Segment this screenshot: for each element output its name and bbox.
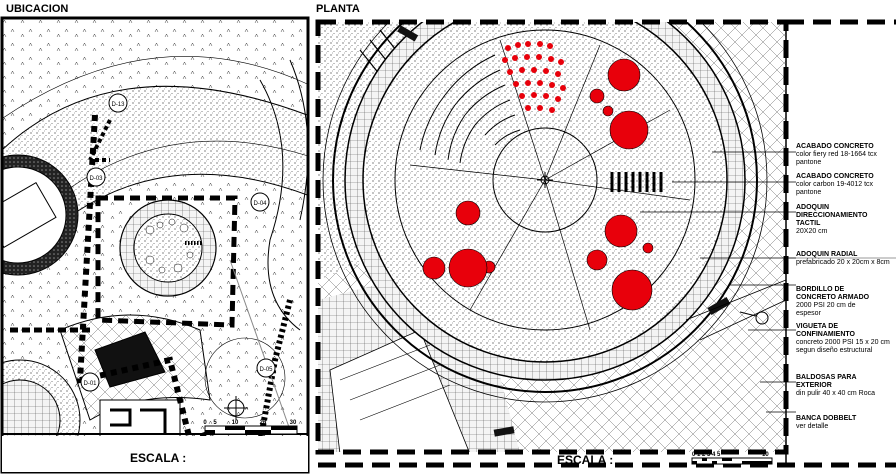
svg-text:20: 20 <box>260 420 267 426</box>
red-dot-cluster <box>502 41 566 113</box>
left-scale-bar: 0 5 10 20 30 <box>203 420 298 435</box>
callout-d05: D-05 <box>256 358 276 378</box>
planta-title: PLANTA <box>316 3 360 15</box>
center-marker-icon <box>537 172 553 188</box>
legend-desc: 20X20 cm <box>796 228 828 235</box>
svg-text:D-03: D-03 <box>89 176 103 182</box>
legend-title: ACABADO CONCRETO <box>796 143 874 150</box>
legend-item: BALDOSAS PARA EXTERIOR din pulir 40 x 40… <box>796 374 876 398</box>
callout-d13: D-13 <box>108 93 128 113</box>
right-scale-bar: 0 1 2 3 4 5 10 <box>691 452 773 465</box>
legend-title: VIGUETA DE CONFINAMIENTO <box>796 323 855 338</box>
bench <box>707 297 731 315</box>
legend-item: BORDILLO DE CONCRETO ARMADO 2000 PSI 20 … <box>796 286 876 318</box>
legend-desc: color fiery red 18-1664 tcx pantone <box>796 151 877 166</box>
legend-title: BALDOSAS PARA EXTERIOR <box>796 374 857 389</box>
north-arrow-icon <box>224 396 248 420</box>
legend-desc: 2000 PSI 20 cm de espesor <box>796 302 856 317</box>
planta-plan <box>318 22 786 452</box>
svg-text:D-05: D-05 <box>259 367 273 373</box>
svg-text:D-13: D-13 <box>111 102 125 108</box>
escala-label-right: ESCALA : <box>557 453 614 467</box>
legend-item: ACABADO CONCRETO color fiery red 18-1664… <box>796 143 896 167</box>
callout-d04: D-04 <box>250 192 270 212</box>
legend-title: ADOQUIN DIRECCIONAMIENTO TACTIL <box>796 204 868 227</box>
bench <box>493 426 515 437</box>
tactile-strip <box>610 172 663 192</box>
bench <box>397 25 419 42</box>
svg-text:D-01: D-01 <box>83 381 97 387</box>
legend-desc: color carbon 19-4012 tcx pantone <box>796 181 874 196</box>
legend-desc: ver detalle <box>796 423 829 430</box>
legend-item: BANCA DOBBELT ver detalle <box>796 415 896 431</box>
legend-desc: concreto 2000 PSI 15 x 20 cm segun diseñ… <box>796 339 890 354</box>
svg-text:10: 10 <box>762 452 769 458</box>
legend-desc: din pulir 40 x 40 cm Roca <box>796 390 875 397</box>
legend-item: ACABADO CONCRETO color carbon 19-4012 tc… <box>796 173 896 197</box>
svg-text:10: 10 <box>232 420 239 426</box>
ubicacion-site-plan: D-13 D-03 D-04 D-01 D-05 <box>2 18 308 472</box>
svg-text:5: 5 <box>213 420 217 426</box>
legend-title: ACABADO CONCRETO <box>796 173 874 180</box>
legend-title: BANCA DOBBELT <box>796 415 857 422</box>
ubicacion-title: UBICACION <box>6 3 69 15</box>
legend-desc: prefabricado 20 x 20cm x 8cm <box>796 259 890 266</box>
svg-text:0: 0 <box>203 420 207 426</box>
callout-d01: D-01 <box>80 372 100 392</box>
legend-leaders <box>640 151 896 413</box>
svg-text:0 1 2 3 4 5: 0 1 2 3 4 5 <box>692 452 721 458</box>
legend-title: BORDILLO DE CONCRETO ARMADO <box>796 286 870 301</box>
callout-d03: D-03 <box>86 167 106 187</box>
legend-title: ADOQUIN RADIAL <box>796 251 858 258</box>
legend-item: VIGUETA DE CONFINAMIENTO concreto 2000 P… <box>796 323 896 355</box>
svg-text:30: 30 <box>290 420 297 426</box>
red-planters <box>422 58 654 311</box>
svg-text:D-04: D-04 <box>253 201 267 207</box>
escala-label-left: ESCALA : <box>130 451 187 465</box>
legend-item: ADOQUIN DIRECCIONAMIENTO TACTIL 20X20 cm <box>796 204 882 236</box>
legend-item: ADOQUIN RADIAL prefabricado 20 x 20cm x … <box>796 251 896 267</box>
